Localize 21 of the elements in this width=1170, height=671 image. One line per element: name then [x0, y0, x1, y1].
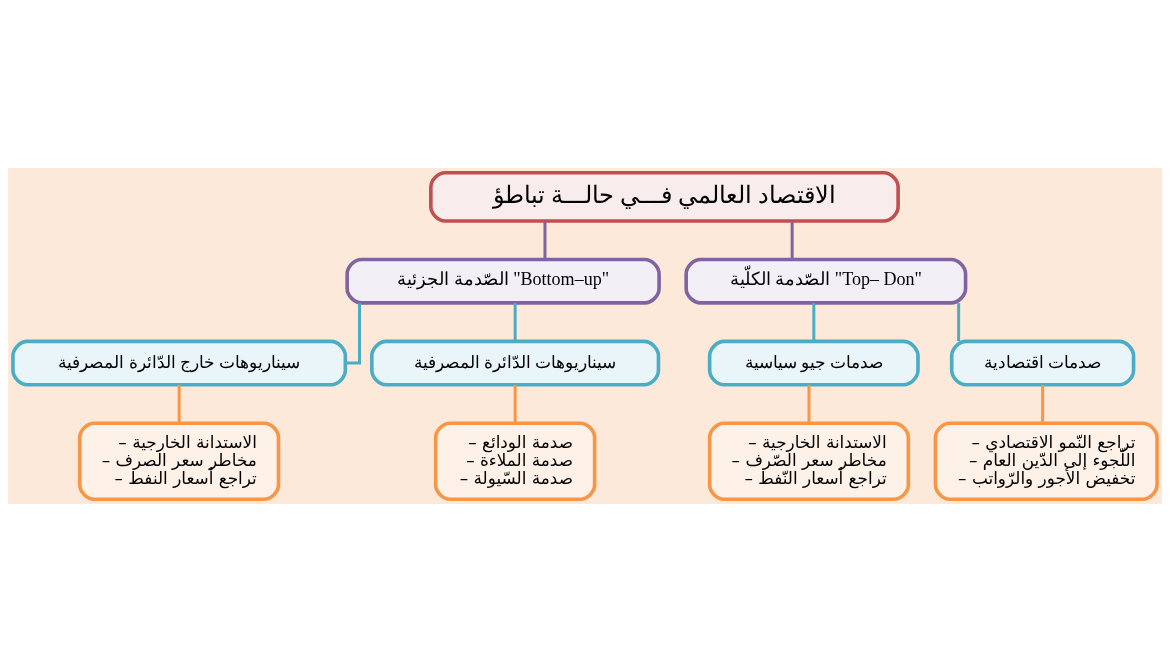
connector: [790, 220, 794, 259]
connector: [543, 220, 547, 259]
node-box: سيناريوهات خارج الدّائرة المصرفية: [11, 339, 348, 387]
connector: [807, 384, 811, 423]
node-box: الصّدمة الجزئية "Bottom–up": [345, 257, 661, 305]
node-box: صدمات جيو سياسية: [707, 339, 920, 387]
connector: [345, 302, 361, 365]
connector: [957, 302, 961, 341]
node-box: – الاستدانة الخارجية – مخاطر سعر الصرف – تراجع أسعار النفط: [78, 421, 281, 501]
node-box: الصّدمة الكلّية "Top– Don": [684, 257, 968, 305]
connector: [513, 384, 517, 423]
node-box: الاقتصاد العالمي فـــي حالـــة تباطؤ: [429, 170, 900, 223]
connector: [513, 302, 517, 341]
connector: [812, 302, 816, 341]
node-box: – تراجع النّمو الاقتصادي – اللّجوء إلى الدّين العام – تخفيض الأجور والرّواتب: [933, 421, 1159, 501]
node-box: – صدمة الودائع – صدمة الملاءة – صدمة السّيولة: [433, 421, 597, 501]
node-box: – الاستدانة الخارجية – مخاطر سعر الصّرف – تراجع أسعار النّفط: [707, 421, 911, 501]
connector: [177, 384, 181, 423]
connector: [1041, 384, 1045, 423]
node-box: صدمات اقتصادية: [949, 339, 1136, 387]
node-box: سيناريوهات الدّائرة المصرفية: [370, 339, 661, 387]
